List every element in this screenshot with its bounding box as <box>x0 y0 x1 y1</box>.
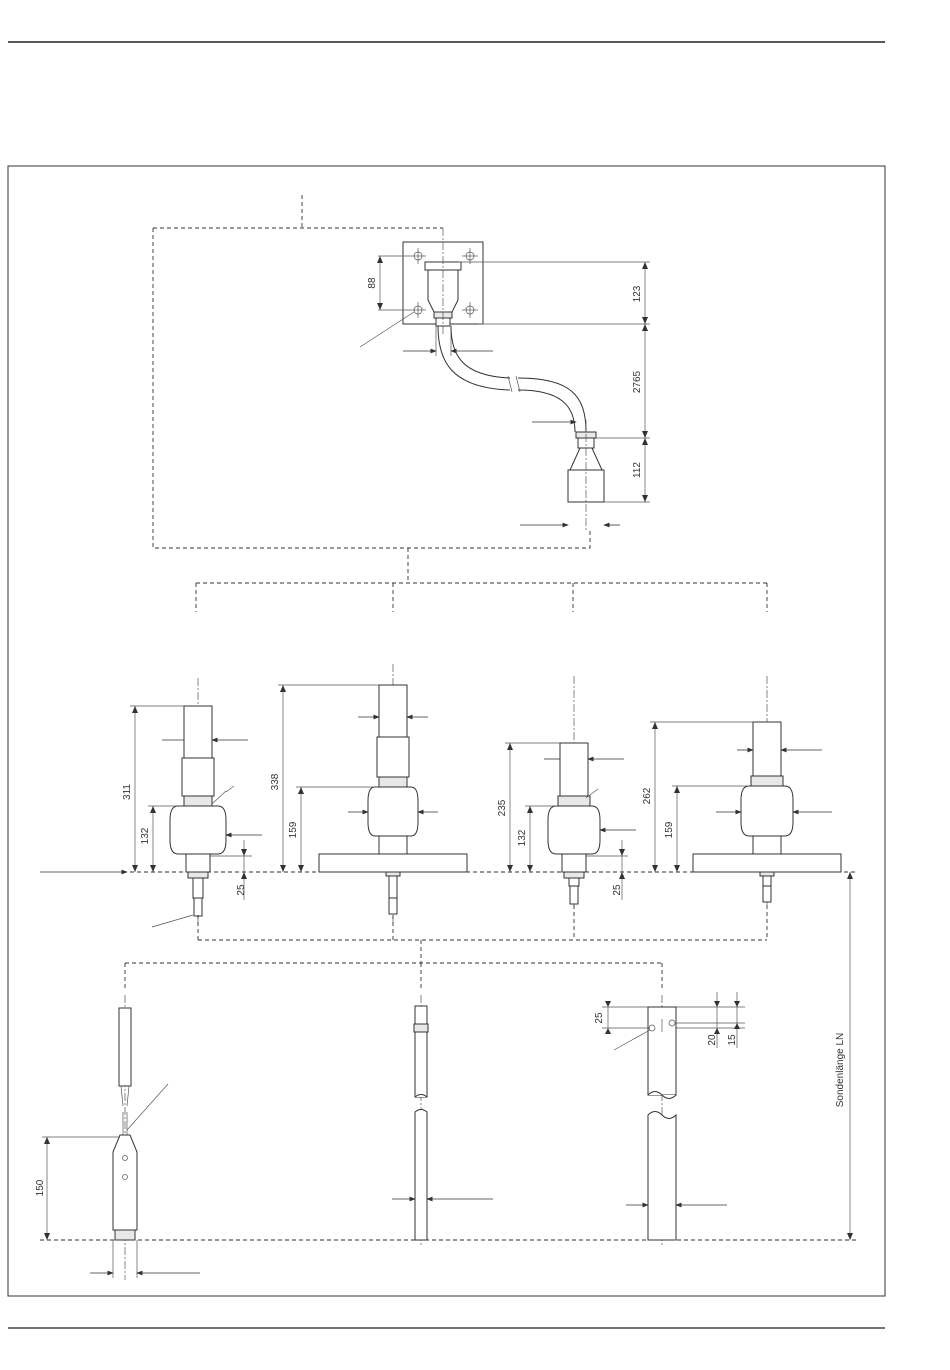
dim-variant-b-height: 338 <box>270 773 281 790</box>
variant-b-flange-bellows: 338 159 <box>270 664 467 925</box>
variant-a-threaded-bellows: 311 132 25 <box>122 678 262 927</box>
dim-variant-b-lower: 159 <box>288 821 299 838</box>
dim-rod-top-offset: 25 <box>594 1012 605 1024</box>
dim-rod-hole-b: 15 <box>727 1034 738 1046</box>
dim-weight-length: 150 <box>35 1179 46 1196</box>
dim-variant-c-lower: 132 <box>517 829 528 846</box>
dim-mount-hole-spacing: 88 <box>367 277 378 289</box>
variant-c-threaded: 235 132 25 <box>497 676 636 905</box>
dim-rod-hole-a: 20 <box>707 1034 718 1046</box>
probe-tube: 25 20 15 <box>594 992 745 1245</box>
probe-rope-weight: 150 <box>35 995 200 1280</box>
dim-housing-height: 123 <box>632 285 643 302</box>
probe-length-label: Sondenlänge LN <box>835 1033 846 1108</box>
dim-thread-c: 25 <box>612 884 623 896</box>
variant-d-flange: 262 159 <box>642 676 841 905</box>
probe-rod <box>392 995 493 1245</box>
dim-variant-d-lower: 159 <box>664 821 675 838</box>
dim-remote-housing-height: 112 <box>632 462 643 478</box>
dim-variant-c-height: 235 <box>497 799 508 816</box>
dim-variant-a-height: 311 <box>122 784 133 800</box>
dim-variant-a-lower: 132 <box>140 827 151 844</box>
dim-variant-d-height: 262 <box>642 787 653 804</box>
dim-thread-a: 25 <box>236 884 247 896</box>
probe-length-dimension: Sondenlänge LN <box>835 872 853 1240</box>
remote-housing-group: 88 123 2765 112 <box>153 195 650 583</box>
dim-cable-length: 2765 <box>632 370 643 393</box>
